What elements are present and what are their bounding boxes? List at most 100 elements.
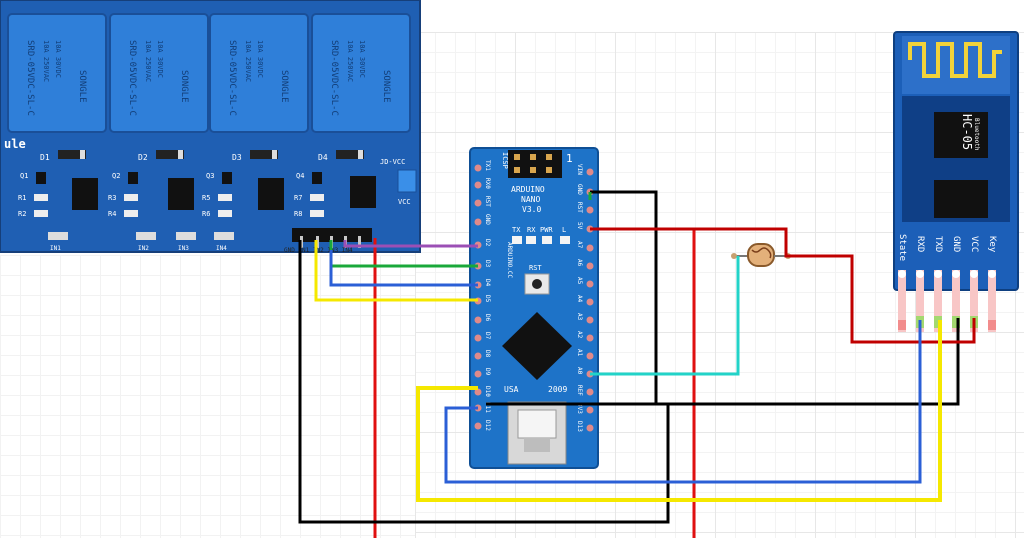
hc05-header — [898, 270, 996, 332]
rx-label: RX — [527, 226, 536, 234]
nano-pin-left-14: D11 — [484, 402, 491, 413]
led-in2-label: IN2 — [138, 245, 149, 252]
wire-black-gnd — [590, 190, 960, 406]
resistor-r5-label: R5 — [202, 194, 210, 202]
nano-pin-left-3: RST — [484, 196, 491, 207]
relay-1-brand: SONGLE — [77, 70, 87, 103]
relay-1: SONGLE SRD-05VDC-SL-C 10A 250VAC 10A 30V… — [7, 13, 107, 133]
nano-pin-left-4: GND — [484, 214, 491, 225]
led-in4-label: IN4 — [216, 245, 227, 252]
usa-label: USA — [504, 385, 519, 394]
nano-pin-left-7: D4 — [484, 279, 491, 287]
nano-pin-right-7: A5 — [576, 277, 583, 285]
transistor-q4-label: Q4 — [296, 172, 304, 180]
relay-3-rating2: 10A 30VDC — [256, 40, 264, 78]
relay-1-model: SRD-05VDC-SL-C — [25, 40, 35, 116]
optocoupler-1 — [72, 178, 98, 210]
hc05-subtitle: Bluetooth — [973, 118, 980, 151]
relay-1-rating: 10A 250VAC — [42, 40, 50, 82]
jumper-cap — [397, 169, 417, 193]
relay-2-rating2: 10A 30VDC — [156, 40, 164, 78]
led-in3-label: IN3 — [178, 245, 189, 252]
diode-d2-label: D2 — [138, 153, 148, 162]
nano-pin-right-13: REF — [576, 385, 583, 396]
nano-pin-right-4: 5V — [576, 222, 583, 230]
nano-pin-right-6: A6 — [576, 259, 583, 267]
icsp-one-label: 1 — [566, 152, 573, 165]
usb-connector — [507, 401, 567, 465]
relay-1-rating2: 10A 30VDC — [54, 40, 62, 78]
nano-pin-left-10: D7 — [484, 332, 491, 340]
nano-pin-left-2: RX0 — [484, 178, 491, 189]
nano-pin-left-11: D8 — [484, 350, 491, 358]
optocoupler-2 — [168, 178, 194, 210]
hc05-chip — [934, 112, 988, 158]
nano-pin-left-6: D3 — [484, 260, 491, 268]
relay-module: SONGLE SRD-05VDC-SL-C 10A 250VAC 10A 30V… — [0, 0, 421, 254]
wire-blue-d11 — [444, 320, 922, 484]
wire-red-5v — [590, 227, 976, 344]
diode-d3-label: D3 — [232, 153, 242, 162]
wire-purple-d2 — [343, 240, 478, 248]
nano-pin-right-5: A7 — [576, 241, 583, 249]
nano-pin-right-8: A4 — [576, 295, 583, 303]
nano-pin-right-9: A3 — [576, 313, 583, 321]
relay-4-brand: SONGLE — [381, 70, 391, 103]
relay-module-text: ule — [4, 137, 26, 151]
relay-4-rating: 10A 250VAC — [346, 40, 354, 82]
hc05-pin-state: State — [897, 234, 907, 261]
resistor-r6-label: R6 — [202, 210, 210, 218]
transistor-q2-label: Q2 — [112, 172, 120, 180]
diode-d4-label: D4 — [318, 153, 328, 162]
nano-pcb — [469, 147, 599, 469]
optocoupler-3 — [258, 178, 284, 210]
rst-button-label: RST — [529, 264, 542, 272]
hc05-pin-vcc: VCC — [969, 236, 979, 252]
nano-pin-left-9: D6 — [484, 314, 491, 322]
wire-yellow-d10 — [416, 320, 942, 502]
transistor-q1-label: Q1 — [20, 172, 28, 180]
nano-title-line2: NANO — [521, 195, 540, 204]
hc05-chip-2 — [934, 180, 988, 218]
nano-pin-left-8: D5 — [484, 295, 491, 303]
relay-3-brand: SONGLE — [279, 70, 289, 103]
transistor-q3-label: Q3 — [206, 172, 214, 180]
tx-label: TX — [512, 226, 521, 234]
wire-cyan-a0 — [590, 256, 740, 376]
relay-4: SONGLE SRD-05VDC-SL-C 10A 250VAC 10A 30V… — [311, 13, 411, 133]
relay-2-model: SRD-05VDC-SL-C — [127, 40, 137, 116]
nano-pin-right-12: A0 — [576, 367, 583, 375]
year-label: 2009 — [548, 385, 567, 394]
relay-3: SONGLE SRD-05VDC-SL-C 10A 250VAC 10A 30V… — [209, 13, 309, 133]
hc05-antenna-trace — [908, 42, 1002, 78]
vcc-label: VCC — [398, 198, 411, 206]
hc05-pin-key: Key — [987, 236, 997, 253]
relay-4-model: SRD-05VDC-SL-C — [329, 40, 339, 116]
hc05-pin-txd: TXD — [933, 236, 943, 252]
wire-black-relay-gnd — [298, 240, 670, 524]
wires — [298, 190, 976, 538]
relay-2-rating: 10A 250VAC — [144, 40, 152, 82]
hc05-module: HC-05 Bluetooth State RXD TXD GND VCC Ke… — [893, 31, 1019, 332]
diode-d1-label: D1 — [40, 153, 50, 162]
resistor-r4-label: R4 — [108, 210, 116, 218]
wire-blue-d4 — [329, 250, 478, 287]
nano-pin-left-12: D9 — [484, 368, 491, 376]
resistor-r3-label: R3 — [108, 194, 116, 202]
nano-pin-left-15: D12 — [484, 420, 491, 431]
nano-pin-right-14: 3V3 — [576, 403, 583, 414]
hc05-pin-gnd: GND — [951, 236, 961, 252]
nano-pin-left-1: TX1 — [484, 160, 491, 171]
nano-title-line1: ARDUINO — [511, 185, 545, 194]
nano-pin-left-13: D10 — [484, 386, 491, 397]
grid-background-left — [0, 255, 415, 538]
relay-4-rating2: 10A 30VDC — [358, 40, 366, 78]
nano-pin-right-3: RST — [576, 202, 583, 213]
relay-2-brand: SONGLE — [179, 70, 189, 103]
pwr-label: PWR — [540, 226, 553, 234]
jd-vcc-label: JD-VCC — [380, 158, 405, 166]
ldr-sensor — [731, 243, 791, 267]
optocoupler-4 — [350, 176, 376, 208]
relay-header-labels: GND IN1 IN2 IN3 IN4 — [284, 247, 353, 254]
